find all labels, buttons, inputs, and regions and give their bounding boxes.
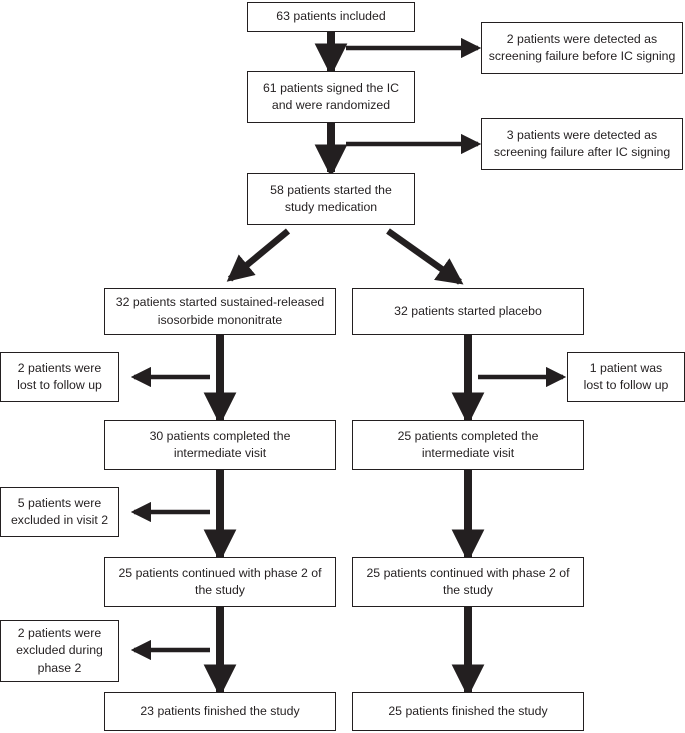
box-signed-ic-randomized: 61 patients signed the IC and were rando… bbox=[247, 71, 415, 123]
box-continued-phase2-placebo: 25 patients continued with phase 2 of th… bbox=[352, 557, 584, 607]
box-started-isosorbide: 32 patients started sustained-released i… bbox=[104, 288, 336, 335]
box-finished-study-treatment: 23 patients finished the study bbox=[104, 692, 336, 731]
box-patients-included: 63 patients included bbox=[247, 2, 415, 32]
box-excluded-visit-2: 5 patients were excluded in visit 2 bbox=[0, 487, 119, 537]
box-finished-study-placebo: 25 patients finished the study bbox=[352, 692, 584, 731]
box-started-placebo: 32 patients started placebo bbox=[352, 288, 584, 335]
box-lost-follow-up-treatment: 2 patients were lost to follow up bbox=[0, 352, 119, 402]
box-completed-intermediate-placebo: 25 patients completed the intermediate v… bbox=[352, 420, 584, 470]
box-screening-failure-after: 3 patients were detected as screening fa… bbox=[481, 118, 683, 170]
box-excluded-during-phase2: 2 patients were excluded during phase 2 bbox=[0, 620, 119, 682]
box-completed-intermediate-treatment: 30 patients completed the intermediate v… bbox=[104, 420, 336, 470]
box-lost-follow-up-placebo: 1 patient was lost to follow up bbox=[567, 352, 685, 402]
box-started-study-medication: 58 patients started the study medication bbox=[247, 173, 415, 225]
box-continued-phase2-treatment: 25 patients continued with phase 2 of th… bbox=[104, 557, 336, 607]
box-screening-failure-before: 2 patients were detected as screening fa… bbox=[481, 22, 683, 74]
arrow-split-to-placebo bbox=[386, 228, 464, 285]
arrow-split-to-isosorbide bbox=[226, 228, 291, 282]
